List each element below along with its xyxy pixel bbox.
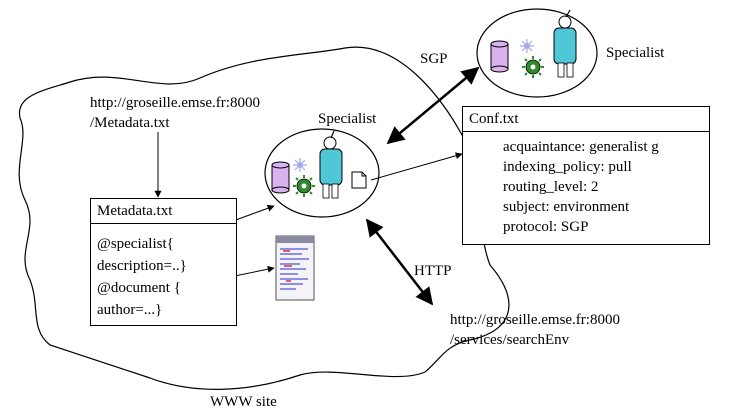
spark-icon bbox=[293, 158, 307, 172]
metadata-file-box: Metadata.txt @specialist{ description=..… bbox=[90, 198, 237, 326]
metadata-file-title: Metadata.txt bbox=[91, 199, 236, 224]
conf-file-title: Conf.txt bbox=[463, 107, 709, 132]
document-icon bbox=[351, 171, 367, 189]
conf-line: protocol: SGP bbox=[503, 219, 589, 235]
arrow-http bbox=[365, 218, 434, 306]
spark-icon bbox=[520, 39, 534, 53]
webpage-thumbnail bbox=[275, 235, 315, 301]
gear-icon bbox=[293, 175, 315, 197]
service-url-line2: /services/searchEnv bbox=[450, 332, 570, 348]
agent-robot-icon bbox=[553, 9, 577, 78]
metadata-line: description=..} bbox=[97, 258, 187, 274]
metadata-line: @specialist{ bbox=[97, 236, 174, 252]
www-site-label: WWW site bbox=[210, 394, 277, 410]
http-label: HTTP bbox=[414, 263, 452, 279]
arrow-node-to-conf bbox=[370, 152, 463, 181]
arrow-sgp bbox=[386, 66, 480, 145]
conf-file-box: Conf.txt acquaintance: generalist g inde… bbox=[462, 106, 710, 245]
agent-robot-icon bbox=[319, 130, 343, 199]
metadata-url-line1: http://groseille.emse.fr:8000 bbox=[90, 95, 260, 111]
www-cloud-outline bbox=[18, 46, 510, 390]
specialist-label-top: Specialist bbox=[606, 45, 665, 61]
database-icon bbox=[490, 40, 509, 73]
metadata-line: author=...} bbox=[97, 302, 163, 318]
conf-line: acquaintance: generalist g bbox=[503, 139, 659, 155]
conf-line: routing_level: 2 bbox=[503, 179, 599, 195]
service-url-line1: http://groseille.emse.fr:8000 bbox=[450, 312, 620, 328]
gear-icon bbox=[522, 56, 544, 78]
conf-line: subject: environment bbox=[503, 199, 630, 215]
database-icon bbox=[271, 161, 290, 194]
metadata-line: @document { bbox=[97, 280, 181, 296]
specialist-label-mid: Specialist bbox=[318, 111, 377, 127]
metadata-url-line2: /Metadata.txt bbox=[90, 115, 170, 131]
conf-line: indexing_policy: pull bbox=[503, 159, 632, 175]
sgp-label: SGP bbox=[420, 51, 448, 67]
